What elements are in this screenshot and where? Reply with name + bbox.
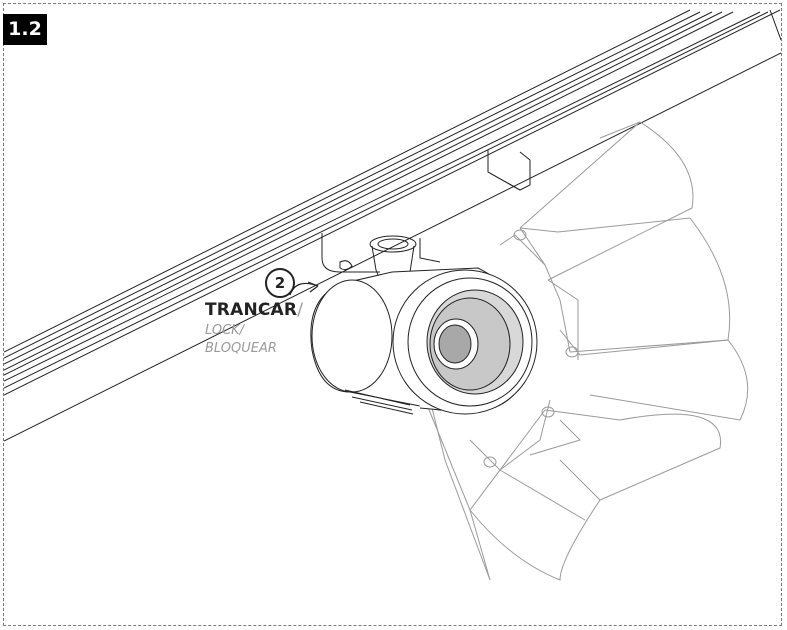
spotlight-body <box>310 267 538 415</box>
barn-doors <box>389 121 749 581</box>
lock-label-tertiary: BLOQUEAR <box>205 341 277 356</box>
lock-label-slash: / <box>297 300 304 320</box>
track-adapter <box>321 150 531 273</box>
lock-label-primary: TRANCAR/ <box>205 300 303 320</box>
track-rail <box>4 9 781 442</box>
step-badge: 1.2 <box>3 14 47 45</box>
step-number-circle: 2 <box>265 268 295 298</box>
diagram-frame <box>3 3 782 626</box>
lock-label-primary-text: TRANCAR <box>205 300 298 320</box>
lock-label-secondary: LOCK/ <box>205 323 245 338</box>
